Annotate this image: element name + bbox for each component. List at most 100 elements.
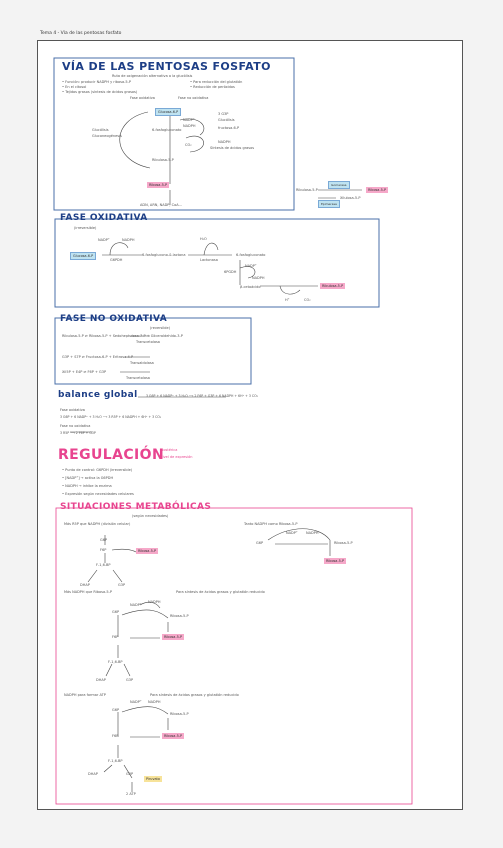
outer-ribulosa: Ribulosa-5-P <box>296 188 318 192</box>
section-5-title: REGULACIÓN <box>58 447 165 463</box>
c4-g3p: G3P <box>126 772 134 776</box>
c2-nadph: NADPH <box>306 531 319 535</box>
balance-equation: 3 G6P + 6 NADP⁺ + 3 H₂O ⟶ 2 F6P + G3P + … <box>146 394 258 398</box>
c3-nadp: NADP⁺ <box>130 603 142 607</box>
phase-nonoxidative-label: Fase no oxidativa <box>178 96 209 100</box>
right-glycolysis: Glucólisis <box>218 118 235 122</box>
node-r5p: Ribosa-5-P <box>147 182 170 188</box>
c4-r5p: Ribosa-5-P <box>162 733 185 739</box>
nonox-line-2: G3P + S7P ⇌ Fructosa-6-P + Eritrosa-4-P <box>62 355 134 359</box>
ox-g6pdh: G6PDH <box>110 258 123 262</box>
c2-nadp: NADP⁺ <box>286 531 298 535</box>
ox-6pgdh: 6PGDH <box>224 270 237 274</box>
outer-isomerasa: Isomerasa <box>328 181 350 189</box>
regulation-line-4: • Expresión según necesidades celulares <box>62 492 134 496</box>
node-6pg: 6-fosfogluconato <box>152 128 182 132</box>
section-2-box <box>54 218 380 308</box>
document-header: Tema 4 - Vía de las pentosas fosfato <box>40 31 122 36</box>
c4-r5p-top: Ribosa-5-P <box>170 712 189 716</box>
ox-lactona: 6-fosfoglucono-δ-lactona <box>142 253 186 257</box>
section-6-title: SITUACIONES METABÓLICAS <box>60 502 212 512</box>
section-1-subtitle: Ruta de oxigenación alternativa a la glu… <box>112 74 193 78</box>
section-4-title: balance global <box>58 390 138 400</box>
right-f6p: fructosa-6-P <box>218 126 240 130</box>
ox-g6p: Glucosa-6-P <box>70 252 97 260</box>
case-3-note: Para síntesis de ácidos grasos y glutati… <box>176 590 265 594</box>
balance-equation-2: 3 G6P + 6 NADP⁺ + 3 H₂O ⟶ 3 R5P + 6 NADP… <box>60 415 162 419</box>
balance-sub-1: Fase oxidativa <box>60 408 85 412</box>
side-glycolysis: Glucólisis <box>92 128 109 132</box>
c4-nadp: NADP⁺ <box>130 700 142 704</box>
right-nadph: NADPH <box>218 140 231 144</box>
c4-g6p: G6P <box>112 708 120 712</box>
ox-cetoacido: β-cetoácido <box>240 285 261 289</box>
c1-dhap: DHAP <box>80 583 90 587</box>
c3-dhap: DHAP <box>96 678 106 682</box>
regulation-line-3: • NADPH → inhibe la enzima <box>62 484 112 488</box>
case-4-title: NADPH para formar ATP <box>64 693 106 697</box>
section-1-title: VÍA DE LAS PENTOSAS FOSFATO <box>62 60 271 73</box>
c1-fbp: F-1,6-BP <box>96 563 111 567</box>
nonox-line-1: Ribulosa-5-P ⇌ Ribosa-5-P + Sedoheptulos… <box>62 334 183 338</box>
c4-f6p: F6P <box>112 734 119 738</box>
case-3-title: Más NADPH que Ribosa-5-P <box>64 590 112 594</box>
c3-g6p: G6P <box>112 610 120 614</box>
c4-piruvato: Piruvato <box>144 776 162 782</box>
section-3-box <box>54 317 252 385</box>
section-2-subtitle: (irreversible) <box>74 226 97 230</box>
c2-g6p: G6P <box>256 541 264 545</box>
node-co2: CO₂ <box>185 143 192 147</box>
c2-r5p: Ribosa-5-P <box>324 558 347 564</box>
right-fatty-acids: Síntesis de ácidos grasos <box>210 146 255 150</box>
nonox-line-1-enzyme: Transcetolasa <box>136 340 160 344</box>
ox-ru5p: Ribulosa-5-P <box>320 283 346 289</box>
case-4-note: Para síntesis de ácidos grasos y glutati… <box>150 693 239 697</box>
c3-f6p: F6P <box>112 635 119 639</box>
bullet-3: • Tejidos grasos (síntesis de ácidos gra… <box>62 90 138 94</box>
nonox-line-3: Xil5P + E4P ⇌ F6P + G3P <box>62 370 107 374</box>
c1-r5p: Ribosa-5-P <box>136 548 159 554</box>
balance-equation-3: 3 R5P ⟶ 2 F6P + G3P <box>60 431 96 435</box>
regulation-tag-2: Nivel de expresión <box>160 455 193 459</box>
right-g3p: 3 G3P <box>218 112 229 116</box>
section-2-title: FASE OXIDATIVA <box>60 213 148 223</box>
ox-h2o: H₂O <box>200 237 207 241</box>
node-nadph: NADPH <box>183 124 196 128</box>
c4-dhap: DHAP <box>88 772 98 776</box>
c4-atp: 2 ATP <box>126 792 136 796</box>
c1-g3p: G3P <box>118 583 126 587</box>
ox-nadph-1: NADPH <box>122 238 135 242</box>
c4-nadph: NADPH <box>148 700 161 704</box>
case-1-title: Más R5P que NADPH (división celular) <box>64 522 131 526</box>
section-6-subtitle: (según necesidades) <box>132 514 169 518</box>
section-3-title: FASE NO OXIDATIVA <box>60 314 168 324</box>
products-label: ADN, ARN, NADP, CoA... <box>140 203 182 207</box>
node-nadp: NADP⁺ <box>183 118 195 122</box>
right-bullet-2: • Reducción de peróxidos <box>190 85 235 89</box>
c2-r5p-top: Ribosa-5-P <box>334 541 353 545</box>
c3-r5p: Ribosa-5-P <box>162 634 185 640</box>
c3-nadph: NADPH <box>148 600 161 604</box>
node-ru5p: Ribulosa-5-P <box>152 158 174 162</box>
side-gluconeogenesis: Gluconeogénesis <box>92 134 122 138</box>
regulation-line-2: • [NADP⁺] → activa la G6PDH <box>62 476 114 480</box>
c4-fbp: F-1,6-BP <box>108 759 123 763</box>
nonox-line-3-enzyme: Transcetolasa <box>126 376 150 380</box>
regulation-line-1: • Punto de control: G6PDH (irreversible) <box>62 468 133 472</box>
outer-ribosa: Ribosa-5-P <box>366 187 389 193</box>
section-3-subtitle: (reversible) <box>150 326 171 330</box>
ox-h: H⁺ <box>285 298 290 302</box>
phase-oxidative-label: Fase oxidativa <box>130 96 155 100</box>
ox-nadp-2: NADP⁺ <box>245 264 257 268</box>
section-6-box <box>55 507 413 805</box>
bullet-1: • Función: producir NADPH y ribosa-5-P <box>62 80 131 84</box>
nonox-line-2-enzyme: Transaldolasa <box>130 361 154 365</box>
ox-nadph-2: NADPH <box>252 276 265 280</box>
ox-nadp-1: NADP⁺ <box>98 238 110 242</box>
notes-page <box>37 40 463 810</box>
outer-epimerasa: Epimerasa <box>318 200 340 208</box>
section-1-box <box>53 57 295 211</box>
right-bullet-1: • Para reducción del glutatión <box>190 80 243 84</box>
case-2-title: Tanto NADPH como Ribosa-5-P <box>244 522 298 526</box>
